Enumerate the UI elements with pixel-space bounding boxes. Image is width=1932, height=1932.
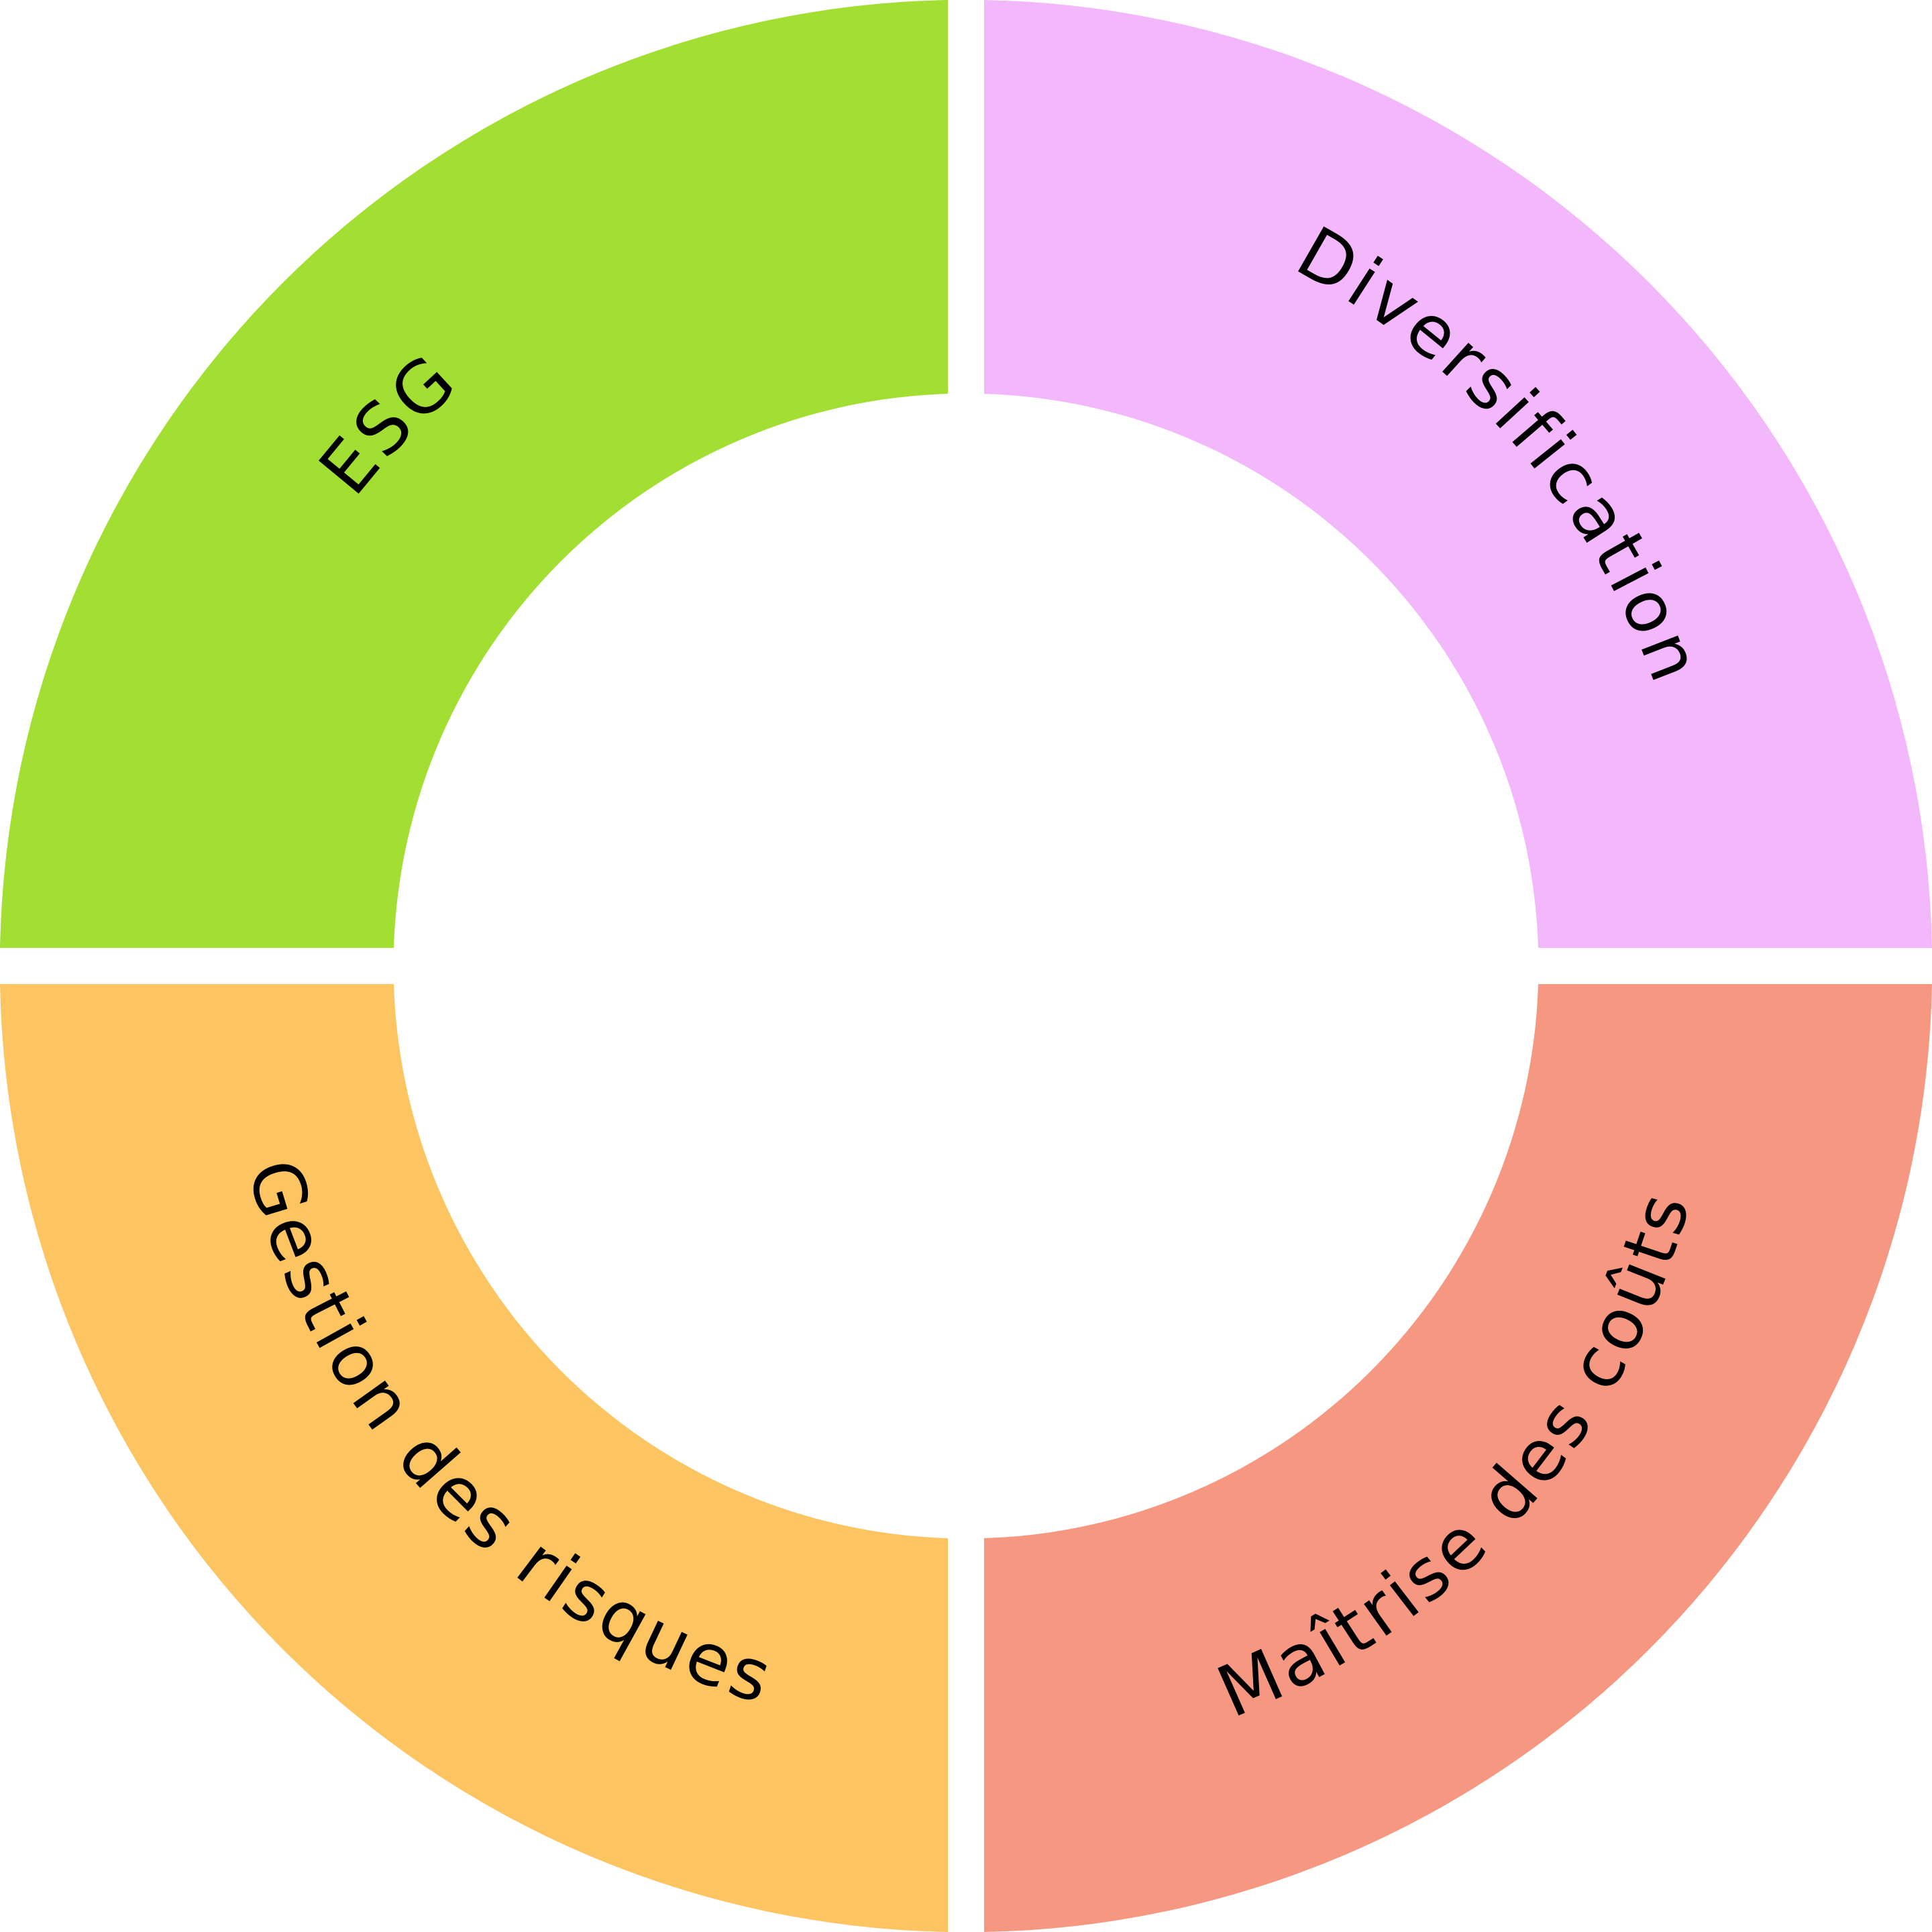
segment-diversification bbox=[984, 0, 1932, 948]
segment-esg bbox=[0, 0, 948, 948]
segment-maitrise-des-couts bbox=[984, 984, 1932, 1932]
segment-gestion-des-risques bbox=[0, 984, 948, 1932]
